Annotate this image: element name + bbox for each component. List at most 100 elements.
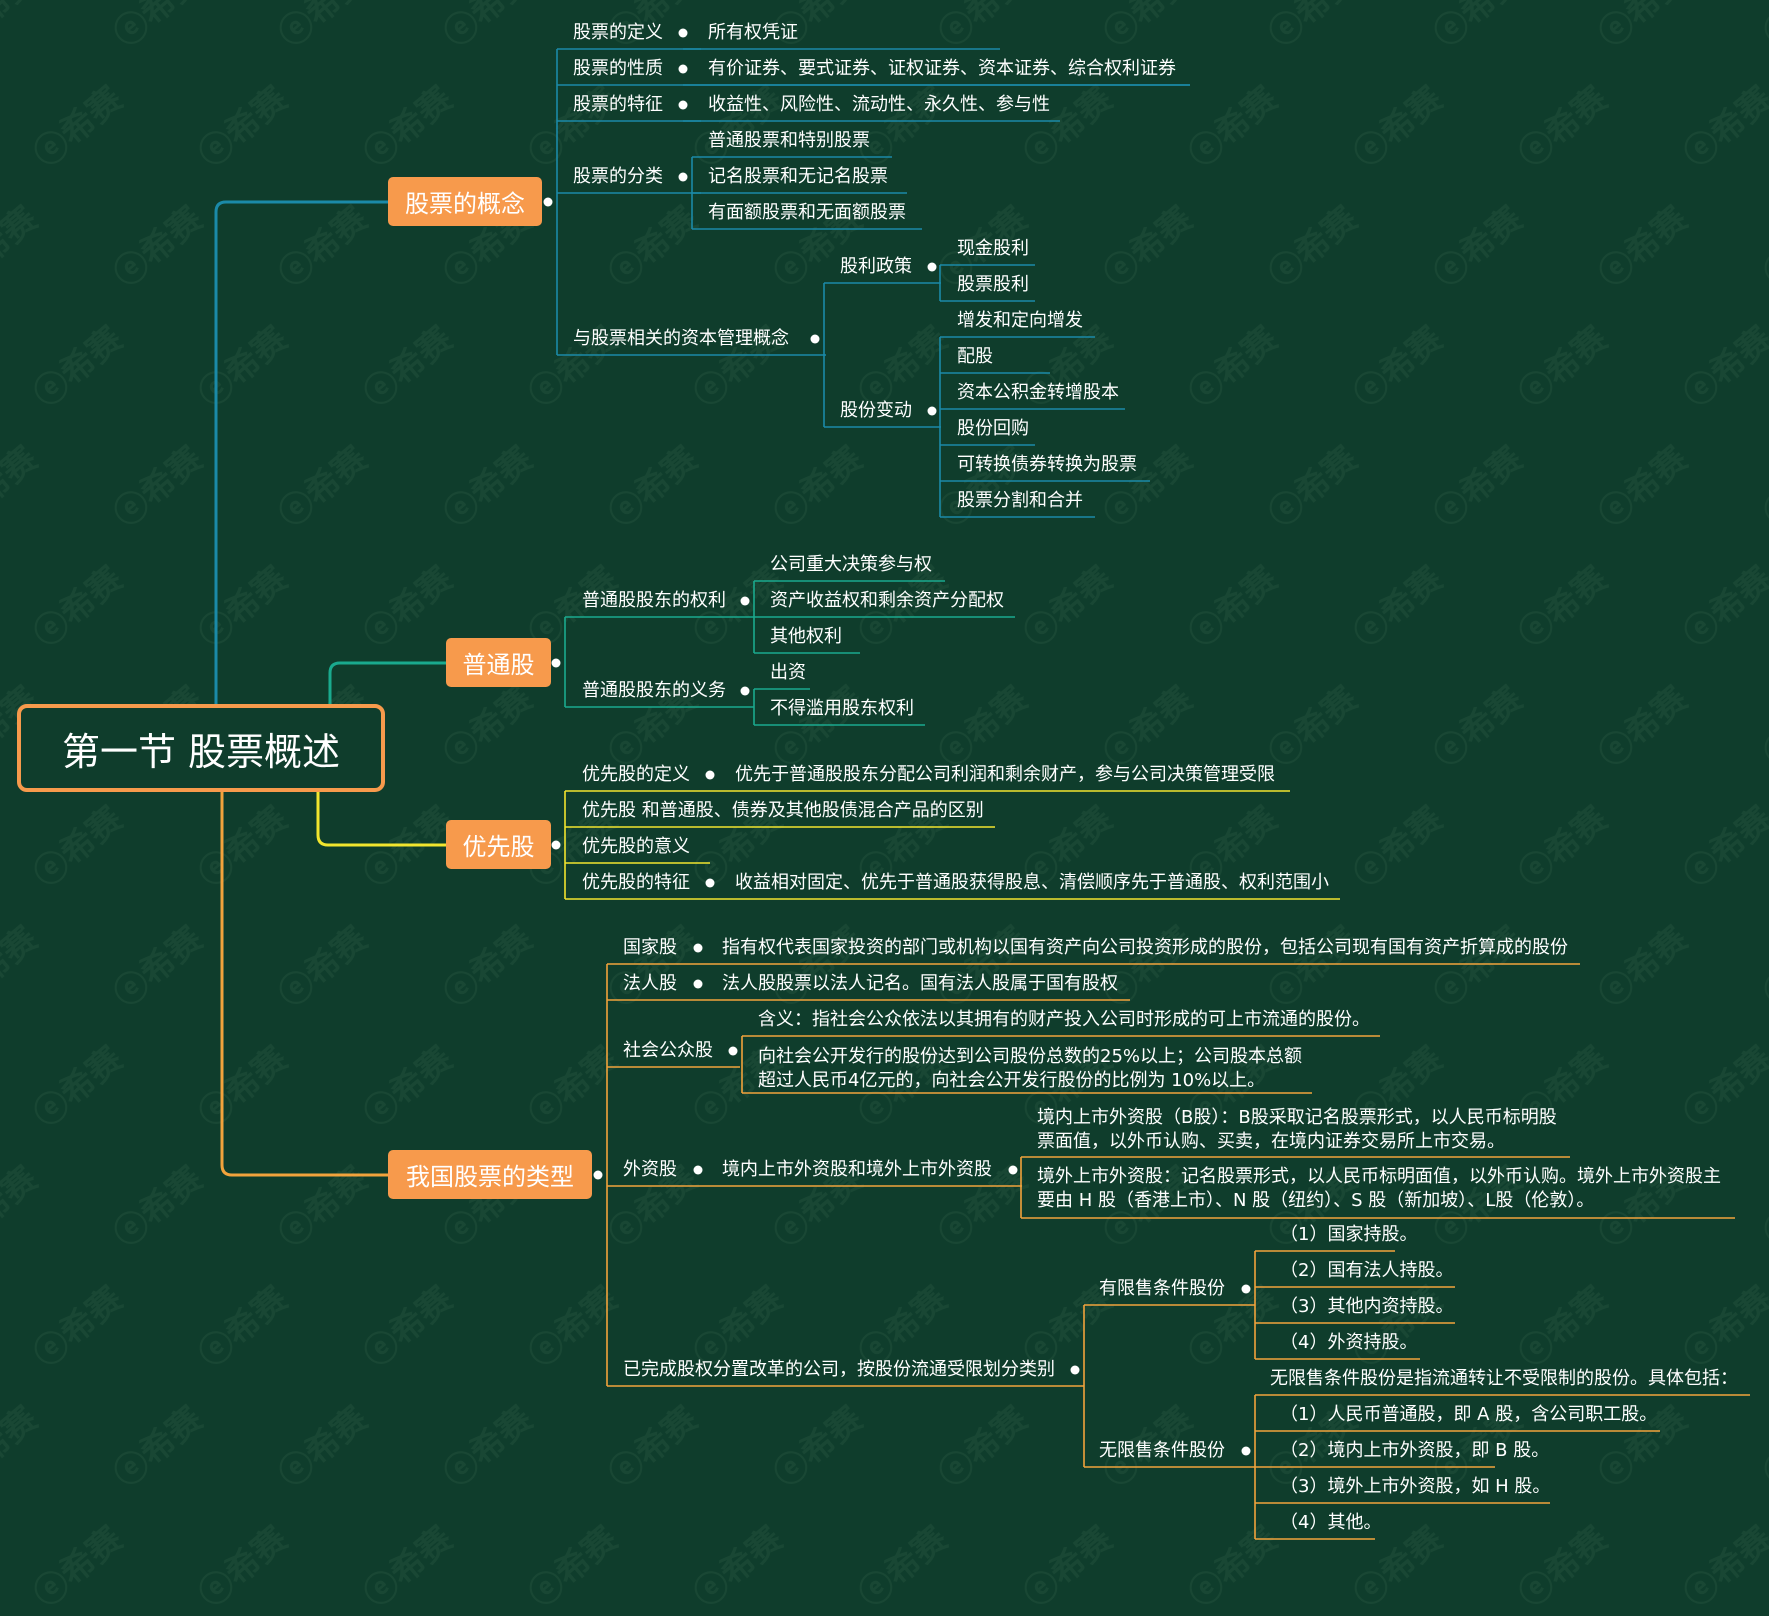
unrestricted-shares-label[interactable]: 无限售条件股份 <box>1099 1440 1225 1461</box>
unrestricted-item[interactable]: （3）境外上市外资股，如 H 股。 <box>1280 1476 1551 1497</box>
watermark-text: ⓔ希赛 <box>931 919 1036 1016</box>
unrestricted-item[interactable]: （1）人民币普通股，即 A 股，含公司职工股。 <box>1280 1404 1658 1425</box>
watermark-text: ⓔ希赛 <box>1016 79 1121 176</box>
unrestricted-intro[interactable]: 无限售条件股份是指流通转让不受限制的股份。具体包括： <box>1270 1368 1738 1389</box>
collapse-dot[interactable] <box>678 64 688 74</box>
watermark-text: ⓔ希赛 <box>1591 439 1696 536</box>
share-change-item[interactable]: 可转换债券转换为股票 <box>957 454 1137 475</box>
legal-share-value[interactable]: 法人股股票以法人记名。国有法人股属于国有股权 <box>722 973 1118 994</box>
collapse-dot[interactable] <box>705 770 715 780</box>
preferred-features-label[interactable]: 优先股的特征 <box>582 872 690 893</box>
collapse-dot[interactable] <box>740 686 750 696</box>
public-share-label[interactable]: 社会公众股 <box>623 1040 713 1061</box>
watermark-text: ⓔ希赛 <box>1346 79 1451 176</box>
reform-label[interactable]: 已完成股权分置改革的公司，按股份流通受限划分类别 <box>623 1359 1055 1380</box>
common-rights-item[interactable]: 资产收益权和剩余资产分配权 <box>770 590 1004 611</box>
domestic-foreign-share[interactable]: 境内上市外资股（B股）：B股采取记名股票形式，以人民币标明股 票面值，以外币认购… <box>1037 1106 1557 1154</box>
watermark-text: ⓔ希赛 <box>1756 439 1769 536</box>
share-change-label[interactable]: 股份变动 <box>840 400 912 421</box>
unrestricted-item[interactable]: （4）其他。 <box>1280 1512 1382 1533</box>
collapse-dot[interactable] <box>693 979 703 989</box>
concept-definition-value[interactable]: 所有权凭证 <box>708 22 798 43</box>
restricted-item[interactable]: （3）其他内资持股。 <box>1280 1296 1454 1317</box>
preferred-meaning[interactable]: 优先股的意义 <box>582 836 690 857</box>
collapse-dot[interactable] <box>728 1046 738 1056</box>
common-duties-item[interactable]: 不得滥用股东权利 <box>770 698 914 719</box>
branch-preferred-node[interactable]: 优先股 <box>446 820 551 869</box>
public-share-ratio[interactable]: 向社会公开发行的股份达到公司股份总数的25%以上；公司股本总额 超过人民币4亿元… <box>758 1045 1302 1093</box>
watermark-text: ⓔ希赛 <box>1676 799 1769 896</box>
classification-item[interactable]: 普通股票和特别股票 <box>708 130 870 151</box>
collapse-dot[interactable] <box>927 406 937 416</box>
dividend-policy-label[interactable]: 股利政策 <box>840 256 912 277</box>
collapse-dot[interactable] <box>551 840 561 850</box>
restricted-shares-label[interactable]: 有限售条件股份 <box>1099 1278 1225 1299</box>
legal-share-label[interactable]: 法人股 <box>623 973 677 994</box>
watermark-text: ⓔ希赛 <box>521 1039 626 1136</box>
share-change-item[interactable]: 增发和定向增发 <box>957 310 1083 331</box>
common-rights-item[interactable]: 其他权利 <box>770 626 842 647</box>
collapse-dot[interactable] <box>593 1170 603 1180</box>
share-change-item[interactable]: 配股 <box>957 346 993 367</box>
preferred-features-value[interactable]: 收益相对固定、优先于普通股获得股息、清偿顺序先于普通股、权利范围小 <box>735 872 1329 893</box>
watermark-text: ⓔ希赛 <box>1511 559 1616 656</box>
common-rights-label[interactable]: 普通股股东的权利 <box>582 590 726 611</box>
collapse-dot[interactable] <box>693 943 703 953</box>
dividend-item[interactable]: 现金股利 <box>957 238 1029 259</box>
watermark-text: ⓔ希赛 <box>26 1279 131 1376</box>
collapse-dot[interactable] <box>678 100 688 110</box>
watermark-text: ⓔ希赛 <box>601 1399 706 1496</box>
watermark-text: ⓔ希赛 <box>1756 199 1769 296</box>
collapse-dot[interactable] <box>551 658 561 668</box>
restricted-item[interactable]: （2）国有法人持股。 <box>1280 1260 1454 1281</box>
watermark-text: ⓔ希赛 <box>356 799 461 896</box>
dividend-item[interactable]: 股票股利 <box>957 274 1029 295</box>
concept-nature-value[interactable]: 有价证券、要式证券、证权证券、资本证券、综合权利证券 <box>708 58 1176 79</box>
collapse-dot[interactable] <box>927 262 937 272</box>
foreign-share-label[interactable]: 外资股 <box>623 1159 677 1180</box>
restricted-item[interactable]: （4）外资持股。 <box>1280 1332 1418 1353</box>
collapse-dot[interactable] <box>705 878 715 888</box>
state-share-value[interactable]: 指有权代表国家投资的部门或机构以国有资产向公司投资形成的股份，包括公司现有国有资… <box>722 937 1568 958</box>
classification-item[interactable]: 有面额股票和无面额股票 <box>708 202 906 223</box>
watermark-text: ⓔ希赛 <box>1676 1519 1769 1616</box>
collapse-dot[interactable] <box>678 172 688 182</box>
branch-common-node[interactable]: 普通股 <box>446 638 551 687</box>
restricted-item[interactable]: （1）国家持股。 <box>1280 1224 1418 1245</box>
share-change-item[interactable]: 股票分割和合并 <box>957 490 1083 511</box>
watermark-text: ⓔ希赛 <box>191 799 296 896</box>
classification-item[interactable]: 记名股票和无记名股票 <box>708 166 888 187</box>
concept-classification-label[interactable]: 股票的分类 <box>573 166 663 187</box>
share-change-item[interactable]: 资本公积金转增股本 <box>957 382 1119 403</box>
concept-nature-label[interactable]: 股票的性质 <box>573 58 663 79</box>
common-duties-label[interactable]: 普通股股东的义务 <box>582 680 726 701</box>
public-share-meaning[interactable]: 含义：指社会公众依法以其拥有的财产投入公司时形成的可上市流通的股份。 <box>758 1009 1370 1030</box>
collapse-dot[interactable] <box>810 334 820 344</box>
root-node[interactable]: 第一节 股票概述 <box>17 704 385 792</box>
branch-concept-node[interactable]: 股票的概念 <box>388 177 542 226</box>
collapse-dot[interactable] <box>740 596 750 606</box>
foreign-share-sub[interactable]: 境内上市外资股和境外上市外资股 <box>722 1159 992 1180</box>
collapse-dot[interactable] <box>1241 1284 1251 1294</box>
collapse-dot[interactable] <box>693 1165 703 1175</box>
collapse-dot[interactable] <box>678 28 688 38</box>
watermark-text: ⓔ希赛 <box>1261 919 1366 1016</box>
preferred-definition-value[interactable]: 优先于普通股股东分配公司利润和剩余财产，参与公司决策管理受限 <box>735 764 1275 785</box>
collapse-dot[interactable] <box>1241 1446 1251 1456</box>
preferred-difference[interactable]: 优先股 和普通股、债券及其他股债混合产品的区别 <box>582 800 984 821</box>
concept-features-value[interactable]: 收益性、风险性、流动性、永久性、参与性 <box>708 94 1050 115</box>
concept-definition-label[interactable]: 股票的定义 <box>573 22 663 43</box>
branch-types-node[interactable]: 我国股票的类型 <box>388 1150 592 1199</box>
overseas-foreign-share[interactable]: 境外上市外资股：记名股票形式，以人民币标明面值，以外币认购。境外上市外资股主 要… <box>1037 1165 1721 1213</box>
unrestricted-item[interactable]: （2）境内上市外资股，即 B 股。 <box>1280 1440 1550 1461</box>
common-rights-item[interactable]: 公司重大决策参与权 <box>770 554 932 575</box>
share-change-item[interactable]: 股份回购 <box>957 418 1029 439</box>
concept-features-label[interactable]: 股票的特征 <box>573 94 663 115</box>
collapse-dot[interactable] <box>1070 1365 1080 1375</box>
collapse-dot[interactable] <box>543 197 553 207</box>
common-duties-item[interactable]: 出资 <box>770 662 806 683</box>
concept-capital-label[interactable]: 与股票相关的资本管理概念 <box>573 328 789 349</box>
collapse-dot[interactable] <box>1008 1165 1018 1175</box>
preferred-definition-label[interactable]: 优先股的定义 <box>582 764 690 785</box>
state-share-label[interactable]: 国家股 <box>623 937 677 958</box>
